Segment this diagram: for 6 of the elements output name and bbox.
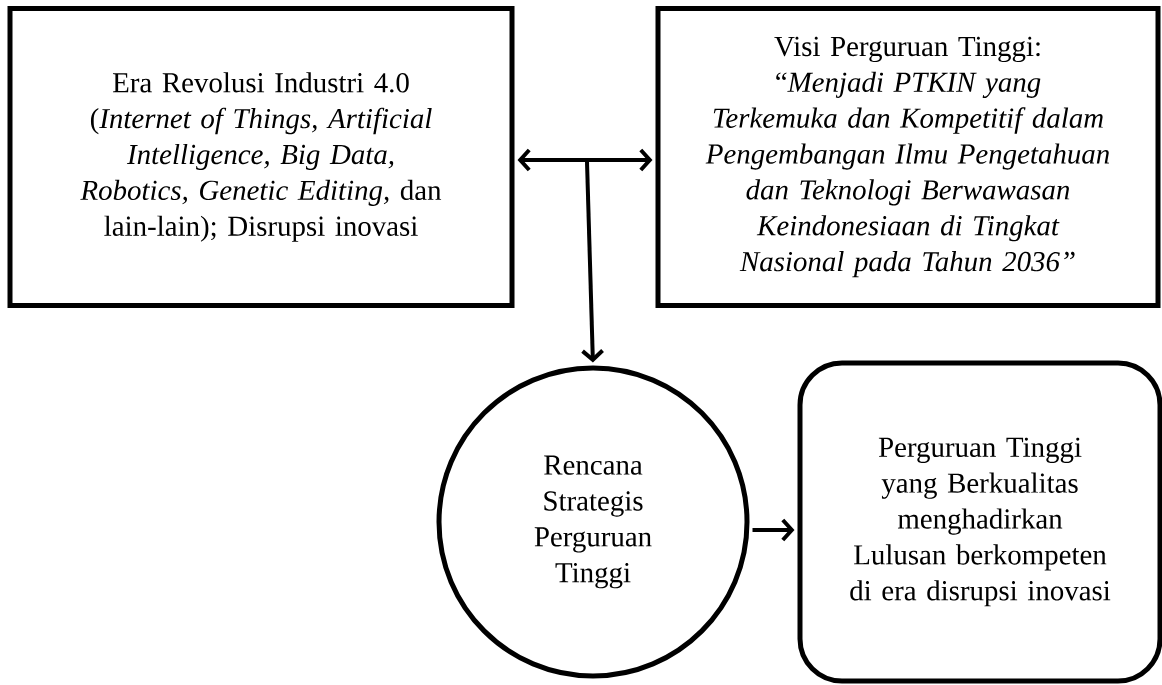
- text-box: Visi Perguruan Tinggi: “Menjadi PTKIN yang Terkemuka dan Kompetitif dalam Pengembangan Ilmu Pengetahuan dan Teknologi Berwawasan Keindonesiaan di Tingkat Nasional pada Tahun 2036”: [655, 6, 1161, 308]
- arrow: [752, 518, 795, 542]
- rounded-box: Perguruan Tinggi yang Berkualitas menghadirkan Lulusan berkompeten di era disrupsi inovasi: [797, 360, 1162, 684]
- arrow: [517, 148, 653, 172]
- arrow: [581, 161, 604, 363]
- text-box: Era Revolusi Industri 4.0 (Internet of Things, Artificial Intelligence, Big Data, Robotics, Genetic Editing, dan lain-lain); Disrupsi inovasi: [7, 6, 515, 308]
